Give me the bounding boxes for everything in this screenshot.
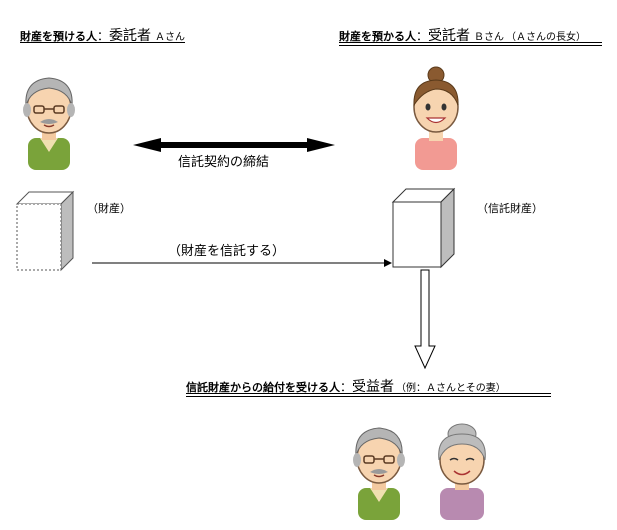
beneficiary-role: 受益者 bbox=[352, 379, 395, 395]
trust-property-label: （信託財産） bbox=[477, 202, 543, 215]
trustee-heading-underline-2 bbox=[339, 45, 602, 46]
trustee-heading-bold: 財産を預かる人 bbox=[339, 30, 416, 43]
contract-label: 信託契約の締結 bbox=[178, 155, 270, 170]
beneficiary-heading-underline-1 bbox=[186, 393, 551, 394]
benefit-down-arrow bbox=[414, 269, 436, 370]
settlor-heading-underline bbox=[20, 42, 185, 43]
beneficiary-note: （例：Ａさんとその妻） bbox=[396, 383, 506, 394]
property-label: （財産） bbox=[87, 202, 131, 215]
trustee-note: （Ａさんの長女） bbox=[506, 32, 587, 43]
trust-contract-double-arrow bbox=[133, 138, 335, 152]
trustee-woman-figure bbox=[413, 66, 459, 170]
transfer-label: （財産を信託する） bbox=[168, 244, 286, 259]
trustee-heading-underline-1 bbox=[339, 42, 602, 43]
beneficiary-heading-underline-2 bbox=[186, 396, 551, 397]
trustee-role: 受託者 bbox=[428, 28, 471, 44]
trust-property-box bbox=[391, 187, 456, 269]
settlor-heading-bold: 財産を預ける人 bbox=[20, 30, 97, 43]
beneficiary-heading-bold: 信託財産からの給付を受ける人 bbox=[186, 381, 340, 394]
beneficiary-heading: 信託財産からの給付を受ける人：受益者（例：Ａさんとその妻） bbox=[186, 379, 506, 395]
trustee-name: Ｂさん bbox=[474, 32, 505, 43]
beneficiary-old-man-figure bbox=[353, 427, 405, 520]
settlor-name: Ａさん bbox=[155, 32, 186, 43]
property-box bbox=[15, 190, 75, 272]
settlor-old-man-figure bbox=[23, 77, 75, 170]
settlor-role: 委託者 bbox=[109, 28, 152, 44]
transfer-arrow bbox=[92, 259, 392, 267]
beneficiary-old-woman-figure bbox=[438, 423, 486, 520]
